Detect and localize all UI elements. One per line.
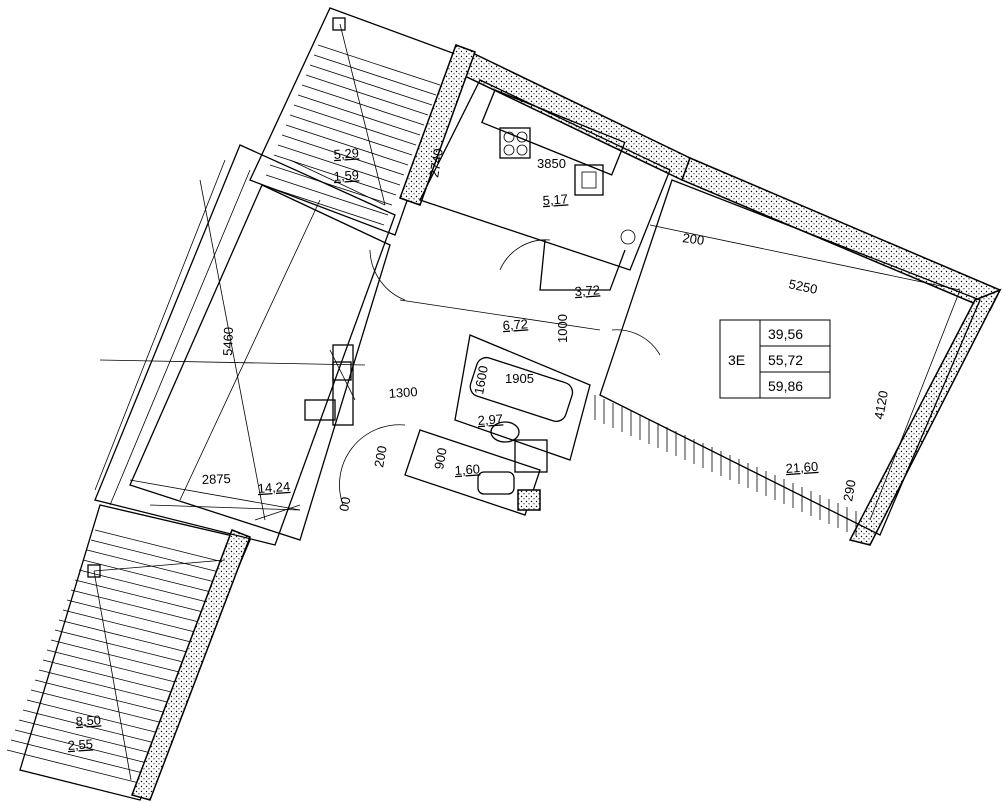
slat-line <box>305 74 429 116</box>
slat-line <box>18 719 160 756</box>
bedroom-area: 21,60 <box>785 459 819 476</box>
radiator <box>332 344 354 426</box>
wc: 900 200 1,60 00 <box>336 424 541 516</box>
bathtub-icon <box>469 356 574 422</box>
bath-dim-length: 1905 <box>505 371 534 386</box>
balcony-post <box>332 17 346 31</box>
wc-dim-b: 200 <box>371 445 390 469</box>
toilet-icon <box>490 421 520 443</box>
wc-toilet-icon <box>477 471 515 495</box>
area-table-type: 3E <box>728 352 745 368</box>
living-dim-width: 2875 <box>202 471 231 487</box>
slat-line <box>62 609 204 646</box>
cooktop-icon <box>499 127 531 159</box>
slat-line <box>34 679 176 716</box>
bottom-balcony-area-b: 2,55 <box>67 736 93 753</box>
top-balcony-area-a: 5,29 <box>333 145 359 162</box>
slat-line <box>309 64 433 106</box>
kitchen-area: 5,17 <box>542 191 568 208</box>
bedroom-wall-slats <box>594 395 857 536</box>
slat-line <box>22 709 164 746</box>
wc-dim-a: 900 <box>431 447 450 471</box>
slat-line <box>38 669 180 706</box>
bathroom: 1905 1600 2,97 <box>454 334 591 473</box>
wc-hatched-wall <box>517 489 541 511</box>
bath-dim-width: 1600 <box>471 364 491 395</box>
slat-line <box>26 699 168 736</box>
hall: 3,72 <box>369 239 626 301</box>
bedroom-dim-width: 4120 <box>871 389 891 420</box>
door-dim: 00 <box>336 496 353 513</box>
slat-line <box>90 539 232 576</box>
living-dim-length: 5460 <box>220 327 236 356</box>
top-balcony: 5,29 1,59 <box>249 7 459 236</box>
area-table-living: 39,56 <box>768 326 803 342</box>
bedroom-dim-d: 200 <box>682 230 706 248</box>
slat-line <box>54 629 196 666</box>
slat-line <box>277 144 401 186</box>
kitchen-counter <box>481 89 626 176</box>
slat-line <box>265 174 389 216</box>
slat-line <box>46 649 188 686</box>
slat-line <box>14 729 156 766</box>
sink-icon <box>304 399 336 421</box>
hall-area: 3,72 <box>574 282 600 299</box>
kitchen-dim-length: 3850 <box>537 156 566 171</box>
slat-line <box>70 589 212 626</box>
slat-line <box>82 559 224 596</box>
corridor: 6,72 1000 1300 <box>388 299 601 401</box>
slat-line <box>74 579 216 616</box>
slat-line <box>269 164 393 206</box>
slat-line <box>78 569 220 606</box>
slat-line <box>301 84 425 126</box>
slat-line <box>281 134 405 176</box>
corridor-dim-b: 1300 <box>388 384 418 401</box>
slat-line <box>10 739 152 776</box>
area-table-total: 55,72 <box>768 352 803 368</box>
slat-line <box>6 749 148 786</box>
corridor-dim-a: 1000 <box>555 314 570 343</box>
bottom-balcony-area-a: 8,50 <box>75 712 101 729</box>
slat-line <box>30 689 172 726</box>
bedroom: 200 5250 4120 21,60 290 <box>594 156 1002 546</box>
slat-line <box>313 54 437 96</box>
area-table: 3E 39,56 55,72 59,86 <box>719 319 831 399</box>
bedroom-dim-c: 290 <box>840 479 859 503</box>
area-table-total-with-balcony: 59,86 <box>768 378 803 394</box>
slat-line <box>285 124 409 166</box>
sink-icon <box>574 164 604 196</box>
slat-line <box>66 599 208 636</box>
bath-area: 2,97 <box>477 411 503 428</box>
kitchen-dim-width: 2740 <box>426 147 446 178</box>
living-area: 14,24 <box>257 479 291 496</box>
slat-line <box>297 94 421 136</box>
bottom-balcony: 8,50 2,55 <box>6 504 251 801</box>
slat-line <box>50 639 192 676</box>
balcony-post <box>87 564 101 578</box>
corridor-area: 6,72 <box>502 316 528 333</box>
living-room: 5460 2875 14,24 <box>94 144 396 546</box>
slat-line <box>261 184 385 226</box>
slat-line <box>317 44 441 86</box>
slat-line <box>58 619 200 656</box>
wc-area: 1,60 <box>454 461 480 478</box>
stove-icon <box>332 361 352 381</box>
washbasin-icon <box>514 439 548 473</box>
slat-line <box>86 549 228 586</box>
kitchen: 3850 2740 5,17 <box>399 43 691 271</box>
slat-line <box>289 114 413 156</box>
fridge-icon <box>620 229 636 245</box>
slat-line <box>293 104 417 146</box>
top-balcony-area-b: 1,59 <box>333 167 359 184</box>
bedroom-dim-length: 5250 <box>787 276 818 297</box>
slat-line <box>94 529 236 566</box>
